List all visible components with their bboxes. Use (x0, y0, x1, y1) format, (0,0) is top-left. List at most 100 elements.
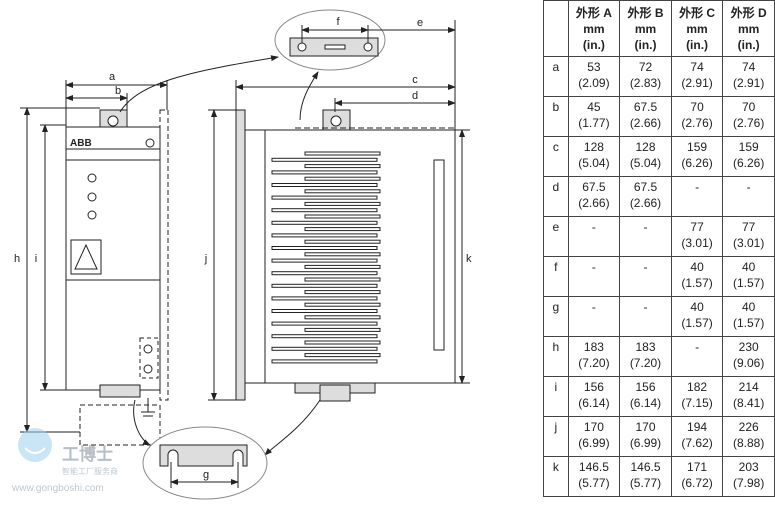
row-label: j (543, 416, 569, 457)
ventilation-slots (271, 151, 381, 364)
table-cell: 70(2.76) (670, 96, 724, 137)
value-in: (7.98) (733, 476, 765, 490)
dim-label-a: a (109, 71, 116, 83)
table-cell: - (567, 256, 621, 297)
dim-label-j: j (204, 253, 207, 265)
table-cell: 72 (2.83) (619, 56, 672, 97)
value-mm: - (591, 260, 596, 274)
value-mm: 156 (583, 380, 604, 394)
table-cell: - (567, 216, 621, 257)
table-cell: - (619, 256, 672, 297)
value-in: (7.62) (681, 436, 713, 450)
value-in: (6.72) (681, 476, 713, 490)
table-cell: 53(2.09) (567, 56, 621, 97)
vent-slot (271, 208, 378, 213)
value-mm: 77 (690, 220, 704, 234)
dim-label-g: g (203, 469, 209, 481)
row-label: k (543, 456, 569, 497)
vent-slot (271, 321, 378, 326)
row-label: a (543, 56, 569, 97)
value-mm: 170 (583, 420, 604, 434)
vent-slot (304, 302, 381, 307)
row-label: i (543, 376, 569, 417)
dimension-drawing: a b c d e f g h i j k ABB 工博士 智能工厂服务商 ww… (11, 9, 472, 500)
watermark-name: 工博士 (62, 444, 113, 464)
table-cell: 194(7.62) (670, 416, 724, 457)
value-in: (5.77) (578, 476, 610, 490)
value-in: (2.09) (578, 76, 610, 90)
vent-slot (304, 239, 381, 244)
value-mm: 40 (742, 260, 756, 274)
value-in: (2.83) (629, 76, 662, 90)
vent-slot (304, 327, 381, 332)
vent-slot (304, 252, 381, 257)
vent-slot (304, 264, 381, 269)
vent-slot (271, 258, 378, 263)
table-cell: - (567, 296, 621, 337)
value-mm: - (591, 300, 596, 314)
value-mm: 70 (742, 100, 756, 114)
value-mm: 128 (635, 140, 656, 154)
value-in: (6.14) (629, 396, 662, 410)
vent-slot (304, 201, 381, 206)
vent-slot (304, 189, 381, 194)
table-cell: 40(1.57) (722, 256, 775, 297)
table-cell: 67.5(2.66) (619, 176, 672, 217)
value-mm: 40 (690, 300, 704, 314)
value-mm: 182 (687, 380, 708, 394)
table-cell: 128(5.04) (619, 136, 672, 177)
table-cell: - (619, 296, 672, 337)
value-mm: 77 (742, 220, 756, 234)
value-in: (8.88) (733, 436, 765, 450)
table-cell: 74(2.91) (722, 56, 775, 97)
table-cell: 171(6.72) (670, 456, 724, 497)
table-cell: 74(2.91) (670, 56, 724, 97)
vent-slot (271, 246, 378, 250)
vent-slot (271, 157, 378, 162)
table-cell: 40(1.57) (722, 296, 775, 337)
dim-label-f: f (336, 16, 340, 28)
table-cell: 170(6.99) (567, 416, 621, 457)
row-label: b (543, 96, 569, 137)
value-mm: 72 (638, 60, 653, 74)
vent-slot (271, 309, 378, 313)
table-cell: 214(8.41) (722, 376, 775, 417)
watermark-url: www.gongboshi.com (11, 483, 104, 494)
table-corner (543, 0, 569, 57)
watermark: 工博士 智能工厂服务商 www.gongboshi.com (11, 428, 118, 494)
table-cell: - (670, 176, 724, 217)
value-mm: 67.5 (633, 100, 658, 114)
table-cell: 183(7.20) (619, 336, 672, 377)
dim-label-k: k (466, 253, 472, 265)
vent-slot (304, 353, 381, 358)
table-row: f--40(1.57)40(1.57) (543, 256, 775, 297)
value-in: (7.15) (681, 396, 713, 410)
value-mm: 214 (738, 380, 759, 394)
row-label: h (543, 336, 569, 377)
table-cell: 67.5(2.66) (567, 176, 621, 217)
value-in: (9.06) (733, 356, 765, 370)
table-cell: 40(1.57) (670, 296, 724, 337)
value-mm: 74 (742, 60, 756, 74)
front-view (20, 55, 279, 446)
top-bracket-detail (274, 9, 456, 80)
vent-slot (271, 283, 378, 288)
table-cell: 230(9.06) (722, 336, 775, 377)
table-cell: 146.5(5.77) (567, 456, 621, 497)
table-cell: 183(7.20) (567, 336, 621, 377)
value-mm: 45 (587, 100, 601, 114)
table-cell: 159(6.26) (670, 136, 724, 177)
value-in: (5.04) (578, 156, 610, 170)
dim-label-i: i (35, 253, 37, 265)
row-label: c (543, 136, 569, 177)
